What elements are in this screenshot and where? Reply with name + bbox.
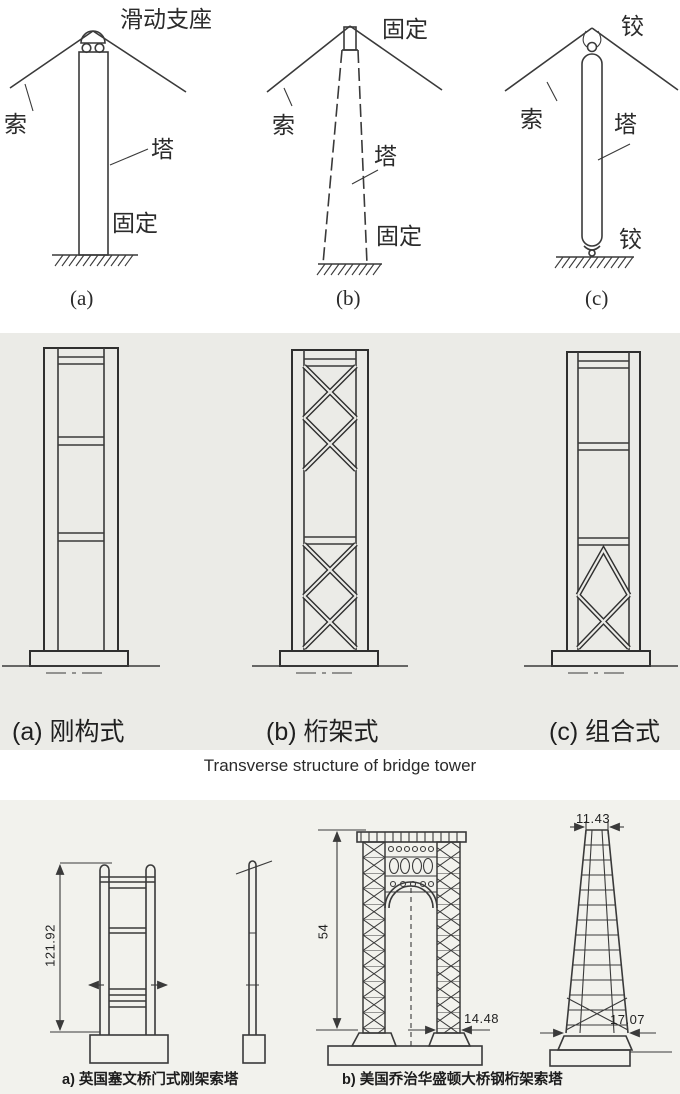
ground-hatch-b	[316, 263, 382, 276]
ground-hatch-c	[554, 256, 634, 269]
gw-side-base-slab	[549, 1049, 631, 1067]
combined-c-columns	[577, 352, 630, 651]
roller-icon	[81, 42, 92, 54]
top-hinge-clevis	[582, 30, 602, 48]
truss-b-base	[279, 650, 379, 667]
example-towers-figure	[0, 800, 680, 1094]
tower-b-sides	[322, 49, 368, 265]
label-cable-b: 索	[272, 112, 295, 138]
label-fixed-a: 固定	[112, 210, 158, 236]
caption-severn-tower: a) 英国塞文桥门式刚架索塔	[62, 1072, 239, 1088]
gw-right-lattice-leg	[436, 841, 461, 1034]
dim-gw-height: 54	[315, 923, 331, 940]
combined-c-x-bracing	[575, 544, 632, 650]
label-sliding-bearing: 滑动支座	[120, 6, 212, 32]
combined-c-base	[551, 650, 651, 667]
gw-side-rungs	[567, 844, 627, 1026]
frame-a-columns	[57, 348, 105, 651]
severn-side-details	[235, 860, 273, 986]
frame-a-beams	[58, 356, 104, 542]
truss-b-x-bracing-inner	[303, 365, 357, 649]
label-tower-c: 塔	[614, 111, 637, 137]
label-cable-a: 索	[4, 111, 27, 137]
leader-lines-a	[24, 83, 149, 166]
leader-lines-b	[283, 87, 379, 185]
label-truss-type: (b) 桁架式	[266, 718, 379, 746]
top-hinge-pin-icon	[586, 41, 598, 53]
caption-b: (b)	[336, 286, 361, 310]
label-cable-c: 索	[520, 106, 543, 132]
leader-lines-c	[546, 81, 631, 161]
label-combined-type: (c) 组合式	[549, 718, 661, 746]
combined-c-x-bracing-inner	[577, 547, 630, 649]
caption-a: (a)	[70, 286, 94, 310]
support-diagrams-drawing	[9, 25, 679, 276]
severn-dim-extensions	[50, 862, 112, 1033]
label-tower-b: 塔	[374, 143, 397, 169]
severn-side-column	[248, 860, 257, 1035]
tower-a-column	[78, 51, 109, 256]
figure-caption-transverse: Transverse structure of bridge tower	[203, 756, 477, 775]
truss-b-x-bracing	[302, 364, 358, 650]
cable-tower-support-figure: 滑动支座 索 塔 固定 (a) 固定 索 塔 固定 (b) 铰 索 塔 铰 (c…	[0, 0, 680, 333]
dim-gw-top-width: 11.43	[576, 811, 611, 826]
label-fixed-top-b: 固定	[382, 16, 428, 42]
gw-side-inner-chords	[579, 829, 615, 1034]
ground-hatch-a	[54, 254, 134, 267]
example-towers-drawing	[50, 821, 672, 1067]
gw-left-lattice-leg	[362, 841, 386, 1034]
fixed-saddle-b	[343, 26, 357, 51]
combined-c-beams	[578, 360, 629, 546]
label-hinge-top-c: 铰	[621, 13, 644, 39]
cables-a	[9, 30, 187, 93]
gw-side-pedestal	[556, 1035, 634, 1051]
gw-top-band	[356, 831, 467, 843]
frame-a-outline	[43, 347, 119, 652]
gw-side-x-brace	[565, 997, 629, 1031]
label-rigid-frame-type: (a) 刚构式	[12, 718, 125, 746]
sliding-bearing-dome	[80, 30, 106, 44]
dim-gw-leg-width: 14.48	[464, 1011, 500, 1026]
transverse-structure-figure: (a) 刚构式 (b) 桁架式 (c) 组合式	[0, 333, 680, 750]
cables-c	[504, 27, 679, 92]
gw-spandrel-ornament	[387, 845, 435, 888]
label-hinge-bottom-c: 铰	[619, 226, 642, 252]
dim-gw-base-width: 17.07	[610, 1012, 646, 1027]
bottom-hinge-pin-icon	[588, 249, 596, 257]
gw-top-band-ticks	[360, 832, 458, 842]
gw-base-slab	[327, 1045, 483, 1066]
truss-b-columns	[303, 350, 357, 651]
tower-c-column	[581, 53, 603, 247]
gw-dim-extensions	[316, 829, 366, 1031]
label-fixed-bottom-b: 固定	[376, 223, 422, 249]
severn-columns	[99, 864, 156, 1035]
severn-side-base	[242, 1034, 266, 1064]
caption-c: (c)	[585, 286, 609, 310]
frame-a-base	[29, 650, 129, 667]
truss-b-beams	[304, 358, 356, 545]
label-tower-a: 塔	[151, 136, 174, 162]
gw-arch	[384, 881, 438, 909]
roller-icon	[94, 42, 105, 54]
dim-severn-height: 121.92	[42, 924, 58, 967]
severn-base	[89, 1034, 169, 1064]
severn-beams	[100, 876, 155, 1008]
transverse-structures-drawing	[2, 347, 678, 674]
caption-gw-tower: b) 美国乔治华盛顿大桥钢桁架索塔	[342, 1072, 563, 1088]
cables-b	[266, 25, 443, 93]
